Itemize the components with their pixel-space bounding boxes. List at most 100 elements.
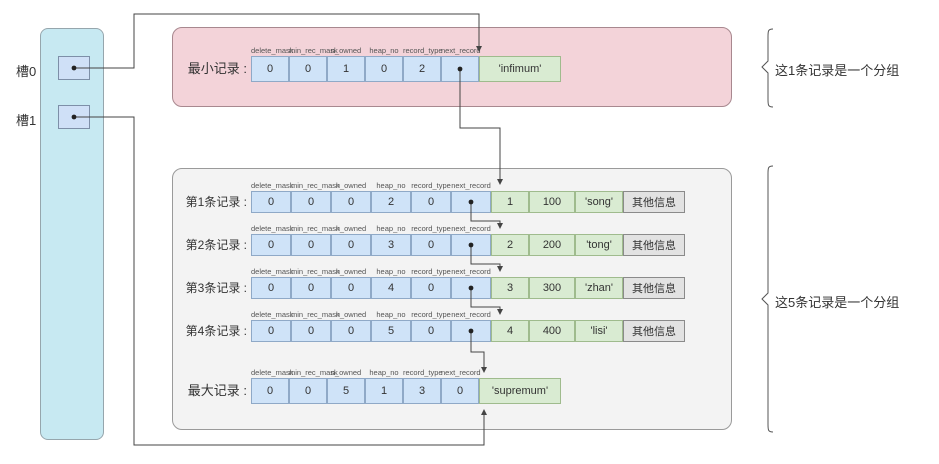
- data-cell: 'tong': [575, 234, 623, 256]
- field-header: min_rec_mask: [291, 224, 340, 233]
- field-header: n_owned: [335, 224, 367, 233]
- field-header: n_owned: [335, 310, 367, 319]
- field-header: delete_mask: [251, 310, 294, 319]
- field-cell: 0: [251, 234, 291, 256]
- field-header: delete_mask: [251, 46, 294, 55]
- data-cell: 100: [529, 191, 575, 213]
- field-cell: 0: [411, 277, 451, 299]
- field-cell: 0: [289, 378, 327, 404]
- field-cell: 0: [291, 277, 331, 299]
- field-header: n_owned: [330, 46, 362, 55]
- field-cell: 0: [251, 191, 291, 213]
- data-cell: 其他信息: [623, 320, 685, 342]
- field-cell: 0: [441, 378, 479, 404]
- field-cell: 0: [251, 277, 291, 299]
- field-cell: 0: [291, 234, 331, 256]
- infimum-group-brace: [761, 28, 774, 108]
- field-header: next_record: [451, 224, 491, 233]
- data-cell: 'infimum': [479, 56, 561, 82]
- field-cell: 1: [365, 378, 403, 404]
- field-header: record_type: [411, 267, 451, 276]
- infimum-group-annotation: 这1条记录是一个分组: [775, 63, 900, 78]
- field-header: next_record: [451, 267, 491, 276]
- field-cell: 5: [327, 378, 365, 404]
- field-cell: 0: [331, 320, 371, 342]
- data-cell: 3: [491, 277, 529, 299]
- page-directory-box: [40, 28, 104, 440]
- data-cell: 2: [491, 234, 529, 256]
- field-header: heap_no: [376, 224, 406, 233]
- slot-1-label: 槽1: [16, 113, 37, 128]
- data-group-annotation: 这5条记录是一个分组: [775, 295, 900, 310]
- field-cell: 0: [411, 234, 451, 256]
- row-label: 最大记录 :: [187, 383, 247, 398]
- field-header: record_type: [411, 310, 451, 319]
- data-cell: 'song': [575, 191, 623, 213]
- field-cell: [451, 234, 491, 256]
- field-header: next_record: [451, 181, 491, 190]
- data-cell: 'zhan': [575, 277, 623, 299]
- field-header: next_record: [441, 46, 481, 55]
- field-header: min_rec_mask: [291, 181, 340, 190]
- field-cell: 0: [331, 277, 371, 299]
- data-cell: 其他信息: [623, 234, 685, 256]
- field-cell: 0: [331, 234, 371, 256]
- field-cell: 0: [251, 378, 289, 404]
- field-header: delete_mask: [251, 368, 294, 377]
- row-label: 第1条记录 :: [185, 195, 247, 209]
- field-header: heap_no: [376, 310, 406, 319]
- field-cell: 5: [371, 320, 411, 342]
- row-label: 第2条记录 :: [185, 238, 247, 252]
- data-cell: 400: [529, 320, 575, 342]
- field-cell: 0: [291, 191, 331, 213]
- field-header: next_record: [441, 368, 481, 377]
- field-header: min_rec_mask: [289, 368, 338, 377]
- field-header: delete_mask: [251, 181, 294, 190]
- slot-0-box: [58, 56, 90, 80]
- field-header: heap_no: [376, 181, 406, 190]
- field-header: record_type: [403, 46, 443, 55]
- field-header: min_rec_mask: [291, 310, 340, 319]
- field-header: record_type: [411, 224, 451, 233]
- field-header: next_record: [451, 310, 491, 319]
- field-cell: 0: [331, 191, 371, 213]
- field-cell: 3: [403, 378, 441, 404]
- data-cell: 4: [491, 320, 529, 342]
- field-header: n_owned: [335, 267, 367, 276]
- field-cell: 2: [371, 191, 411, 213]
- field-cell: [451, 320, 491, 342]
- field-cell: 1: [327, 56, 365, 82]
- data-group-brace: [761, 165, 774, 433]
- field-header: record_type: [411, 181, 451, 190]
- field-cell: 0: [291, 320, 331, 342]
- field-cell: 2: [403, 56, 441, 82]
- data-cell: 'lisi': [575, 320, 623, 342]
- field-cell: 0: [251, 320, 291, 342]
- slot-1-box: [58, 105, 90, 129]
- field-header: min_rec_mask: [291, 267, 340, 276]
- field-header: heap_no: [369, 368, 399, 377]
- field-cell: 0: [411, 320, 451, 342]
- data-cell: 300: [529, 277, 575, 299]
- data-cell: 'supremum': [479, 378, 561, 404]
- field-cell: 0: [289, 56, 327, 82]
